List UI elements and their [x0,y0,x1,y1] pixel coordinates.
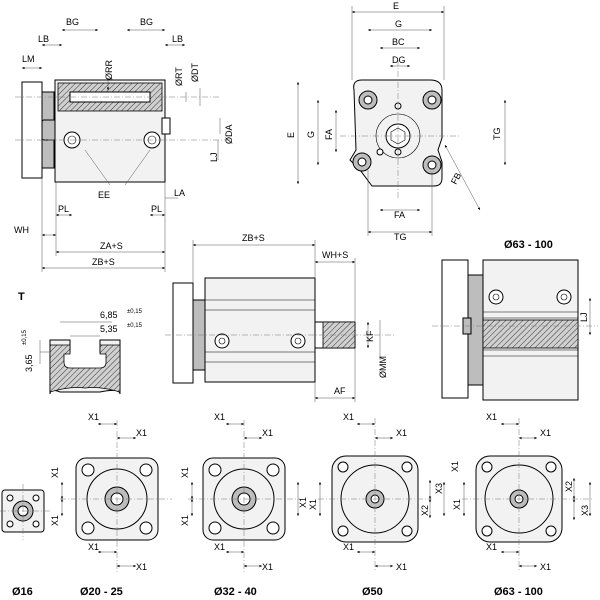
dim-lb-right: LB [172,34,183,44]
x1-label: X1 [88,412,99,422]
long-port-left [214,333,230,349]
x1-label: X1 [298,497,308,508]
dim-pl-left: PL [58,204,69,214]
large-view: Ø63 - 100 LJ [432,239,598,401]
long-port-right [290,333,306,349]
front-view: E G BC DG E G FA TG FB FA TG [286,1,507,242]
end-view-20-25: X1 X1 X1 X1 X1 X1 Ø20 - 25 [50,412,172,598]
dim-dg: DG [392,55,406,65]
dim-wh: WH [14,225,29,235]
long-dim-kf: KF [365,330,375,342]
x1-label: X1 [262,562,273,572]
dim-bc: BC [392,37,405,47]
side-view: BG BG LB LB LM ØRR ØRT ØDT ØDA LJ EE LA … [14,17,234,272]
x1-label: X1 [343,542,354,552]
end-32-label: Ø32 - 40 [214,586,257,598]
t-slot-detail: T 6,85 ±0,15 5,35 ±0,15 3,65 ±0,15 [18,291,143,395]
x1-label: X1 [180,467,190,478]
dim-rt: ØRT [174,67,184,86]
dim-la: LA [174,188,185,198]
dim-g-top: G [395,19,402,29]
x1-label: X1 [262,428,273,438]
end-view-32-40: X1 X1 X1 X1 X1 X1 X1 Ø32 - 40 [180,412,308,598]
dim-za-s: ZA+S [100,241,123,251]
large-hatch [482,319,579,349]
dim-pl-right: PL [151,204,162,214]
dim-tg-right: TG [492,128,502,141]
x1-label: X1 [452,499,462,510]
x1-label: X1 [343,412,354,422]
dim-zb-s: ZB+S [92,257,115,267]
t-dim-left: 3,65 [24,354,34,372]
end-50-label: Ø50 [362,586,383,598]
end-16-label: Ø16 [12,586,33,598]
x1-label: X1 [50,467,60,478]
dim-g-left: G [306,131,316,138]
t-dim-mid: 5,35 [100,324,118,334]
x1-label: X1 [486,542,497,552]
x2-label: X2 [564,481,574,492]
dim-ee: EE [98,190,110,200]
x1-label: X1 [136,428,147,438]
end-view-50: X1 X1 X1 X1 X1 X2 X3 X1 Ø50 [308,412,460,598]
x1-label: X1 [180,515,190,526]
end-view-63-100: X1 X1 X1 X1 X1 X2 X3 Ø63 - 100 [452,412,594,598]
x1-label: X1 [540,562,551,572]
x1-label: X1 [450,461,460,472]
dim-bg-right: BG [140,17,153,27]
x1-label: X1 [50,515,60,526]
x1-label: X1 [308,499,318,510]
x1-label: X1 [214,542,225,552]
x2-label: X2 [420,505,430,516]
x1-label: X1 [396,428,407,438]
hex-socket [390,127,406,145]
dim-tg-bottom: TG [394,232,407,242]
dim-bg-left: BG [66,17,79,27]
x1-label: X1 [540,428,551,438]
dim-fa-left: FA [324,129,334,140]
dim-lj: LJ [209,152,219,162]
t-slot-title: T [18,291,25,303]
large-view-title: Ø63 - 100 [504,239,553,251]
dim-fa-bottom: FA [394,210,405,220]
long-dim-wh-s: WH+S [322,250,348,260]
end-plate [21,81,43,179]
x1-label: X1 [136,562,147,572]
large-port-left [488,289,504,305]
dim-fb: FB [449,171,463,186]
dim-lb-left: LB [38,34,49,44]
x3-label: X3 [434,483,444,494]
long-dim-mm: ØMM [378,356,388,378]
large-port-right [556,289,572,305]
long-dim-af: AF [334,386,346,396]
dim-e-left: E [286,132,296,138]
x1-label: X1 [88,542,99,552]
end-view-16: Ø16 [0,484,50,598]
x1-label: X1 [396,562,407,572]
dim-lm: LM [22,54,35,64]
x3-label: X3 [580,505,590,516]
large-dim-lj: LJ [579,312,589,322]
x1-label: X1 [486,412,497,422]
long-view: ZB+S WH+S KF ØMM AF [165,233,395,402]
long-dim-zb-s: ZB+S [242,233,265,243]
dim-e-top: E [393,1,399,11]
dim-da: ØDA [224,124,234,144]
t-dim-top-tol: ±0,15 [127,309,143,315]
long-end-plate [172,282,194,384]
dim-dt: ØDT [190,63,200,83]
x1-label: X1 [214,412,225,422]
t-dim-left-tol: ±0,15 [22,329,28,345]
long-body [204,277,316,383]
dim-rr: ØRR [104,60,114,81]
piston-rod-end [41,119,57,141]
t-dim-top: 6,85 [100,310,118,320]
rod-tip [161,117,171,135]
t-dim-mid-tol: ±0,15 [127,323,143,329]
end-63-label: Ø63 - 100 [494,586,543,598]
end-20-label: Ø20 - 25 [80,586,123,598]
